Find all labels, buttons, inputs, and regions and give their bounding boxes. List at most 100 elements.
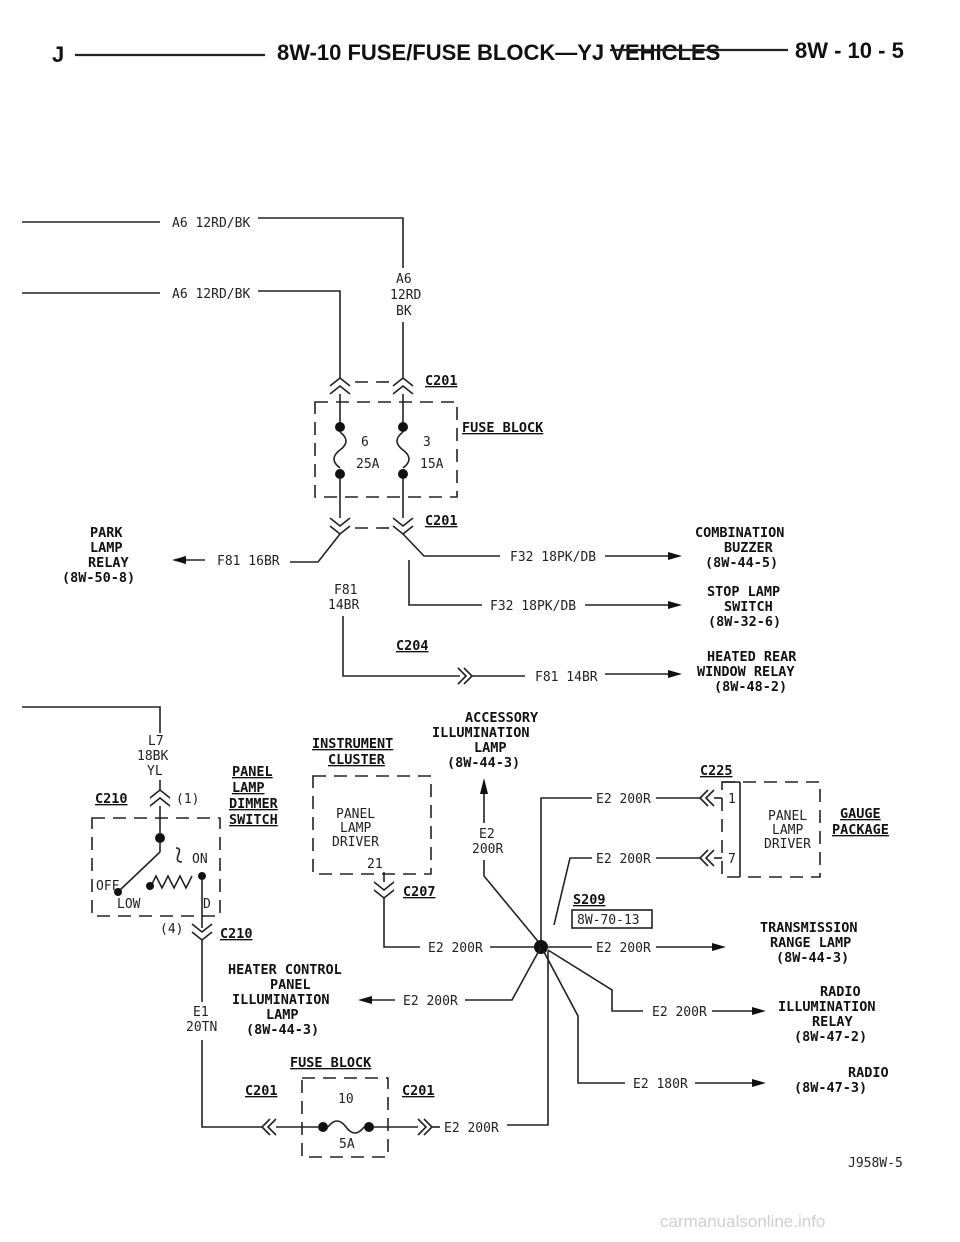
fuse10-amperage: 5A: [339, 1137, 355, 1152]
connector-symbol: [260, 1118, 277, 1136]
radio-illum-line-4: (8W-47-2): [794, 1029, 867, 1045]
e2-vert-label-2: 200R: [472, 842, 503, 857]
page-header: J 8W-10 FUSE/FUSE BLOCK—YJ VEHICLES 8W -…: [52, 38, 904, 67]
stop-lamp-line-2: SWITCH: [724, 599, 773, 615]
gauge-driver-line-1: PANEL: [768, 809, 807, 824]
arrow-right-icon: [712, 943, 726, 951]
panel-driver-line-3: DRIVER: [332, 835, 379, 850]
switch-contact-on: [175, 847, 183, 863]
header-title: 8W-10 FUSE/FUSE BLOCK—YJ VEHICLES: [277, 40, 720, 65]
cluster-line-2: CLUSTER: [328, 752, 386, 768]
e2-label-c: E2 200R: [596, 852, 651, 867]
dimmer-line-3: DIMMER: [229, 796, 279, 812]
a6-feeds: A6 12RD/BK A6 12RD BK A6 12RD/BK: [22, 216, 421, 378]
dimmer-line-1: PANEL: [232, 764, 273, 780]
f32-wires: F32 18PK/DB COMBINATION BUZZER (8W-44-5)…: [402, 525, 784, 630]
c225-label: C225: [700, 763, 733, 779]
e2-label-f: E2 200R: [652, 1005, 707, 1020]
a6-top-label: A6 12RD/BK: [172, 216, 250, 231]
c201-lower-connector: C201: [329, 513, 458, 536]
accessory-line-3: LAMP: [474, 740, 507, 756]
accessory-line-4: (8W-44-3): [447, 755, 520, 771]
arrow-up-icon: [480, 778, 488, 794]
f81-14br-label: F81 14BR: [535, 670, 598, 685]
connector-symbol: [698, 849, 715, 867]
arrow-right-icon: [752, 1007, 766, 1015]
a6-vert-label-2: 12RD: [390, 288, 421, 303]
radio-illum-line-1: RADIO: [820, 984, 861, 1000]
gauge-package-line-2: PACKAGE: [832, 822, 889, 838]
fuse-block-outline: [314, 401, 458, 498]
fuse6-element: [333, 431, 347, 469]
f81-16br-wire: [290, 533, 341, 563]
radio-illumination-relay: E2 200R RADIO ILLUMINATION RELAY (8W-47-…: [547, 949, 876, 1045]
l7-wire-top: [22, 706, 161, 733]
transmission-line-3: (8W-44-3): [776, 950, 849, 966]
heated-rear-line-3: (8W-48-2): [714, 679, 787, 695]
gauge-package-line-1: GAUGE: [840, 806, 881, 822]
gauge-package: C225 E2 200R 1 PANEL LAMP DRIVER GAUGE P…: [540, 763, 889, 945]
connector-symbol: [392, 517, 414, 536]
heater-line-4: LAMP: [266, 1007, 299, 1023]
fuse10-node-left: [318, 1122, 328, 1132]
switch-pivot: [114, 888, 122, 896]
switch-node: [155, 833, 165, 843]
heater-line-2: PANEL: [270, 977, 311, 993]
park-lamp-relay: PARK LAMP RELAY (8W-50-8) F81 16BR: [62, 525, 341, 586]
switch-on-label: ON: [192, 852, 208, 867]
e2-label-a: E2 200R: [428, 941, 483, 956]
connector-symbol: [698, 789, 715, 807]
radio-line-2: (8W-47-3): [794, 1080, 867, 1096]
a6-top-wire-right: [258, 217, 404, 268]
a6-mid-label: A6 12RD/BK: [172, 287, 250, 302]
rheostat-end-node: [146, 882, 154, 890]
a6-vert-label-1: A6: [396, 272, 412, 287]
fuse3-amperage: 15A: [420, 457, 444, 472]
fuse6-node-bottom: [335, 469, 345, 479]
fuse3-number: 3: [423, 435, 431, 450]
dimmer-line-4: SWITCH: [229, 812, 278, 828]
fuse-block-top: FUSE BLOCK 6 25A 3 15A: [314, 394, 544, 518]
l7-label-2: 18BK: [137, 749, 168, 764]
splice-s209: S209 8W-70-13 E2 200R TRANSMISSION RANGE…: [534, 892, 858, 966]
f81-14br-wire: [342, 616, 460, 677]
a6-mid-wire-right: [258, 290, 341, 378]
figure-id: J958W-5: [848, 1156, 903, 1171]
e2-label-d: E2 200R: [596, 941, 651, 956]
heater-line-1: HEATER CONTROL: [228, 962, 342, 978]
switch-low-label: LOW: [117, 897, 141, 912]
connector-symbol: [392, 376, 414, 395]
e2-feed-wire: [507, 951, 549, 1126]
header-left: J: [52, 42, 64, 67]
c201-label-a: C201: [425, 373, 458, 389]
l7-label-1: L7: [148, 734, 164, 749]
fuse6-amperage: 25A: [356, 457, 380, 472]
stop-lamp-line-3: (8W-32-6): [708, 614, 781, 630]
switch-off-label: OFF: [96, 879, 120, 894]
dimmer-line-2: LAMP: [232, 780, 265, 796]
arrow-right-icon: [668, 552, 682, 560]
heated-rear-line-2: WINDOW RELAY: [697, 664, 795, 680]
accessory-line-2: ILLUMINATION: [432, 725, 530, 741]
rheostat-resistor: [149, 874, 193, 890]
s209-label: S209: [573, 892, 606, 908]
fuse-block-bottom-outline: [301, 1077, 389, 1158]
f81-14br-circuit: F81 14BR C204 F81 14BR HEATED REAR WINDO…: [328, 583, 797, 695]
e2-cluster-wire: [383, 898, 420, 948]
switch-d-label: D: [203, 897, 211, 912]
c201-upper-connector: C201: [329, 373, 458, 395]
radio: E2 180R RADIO (8W-47-3): [543, 951, 889, 1096]
e1-label-1: E1: [193, 1005, 209, 1020]
accessory-line-1: ACCESSORY: [465, 710, 539, 726]
f81-16br-label: F81 16BR: [217, 554, 280, 569]
arrow-right-icon: [668, 670, 682, 678]
e2-gauge-wire-1: [540, 797, 592, 945]
c210-pin-b: (4): [160, 922, 183, 937]
heater-line-3: ILLUMINATION: [232, 992, 330, 1008]
panel-driver-line-2: LAMP: [340, 821, 371, 836]
arrow-right-icon: [668, 601, 682, 609]
watermark: carmanualsonline.info: [660, 1212, 826, 1231]
f32-label-1: F32 18PK/DB: [510, 550, 596, 565]
